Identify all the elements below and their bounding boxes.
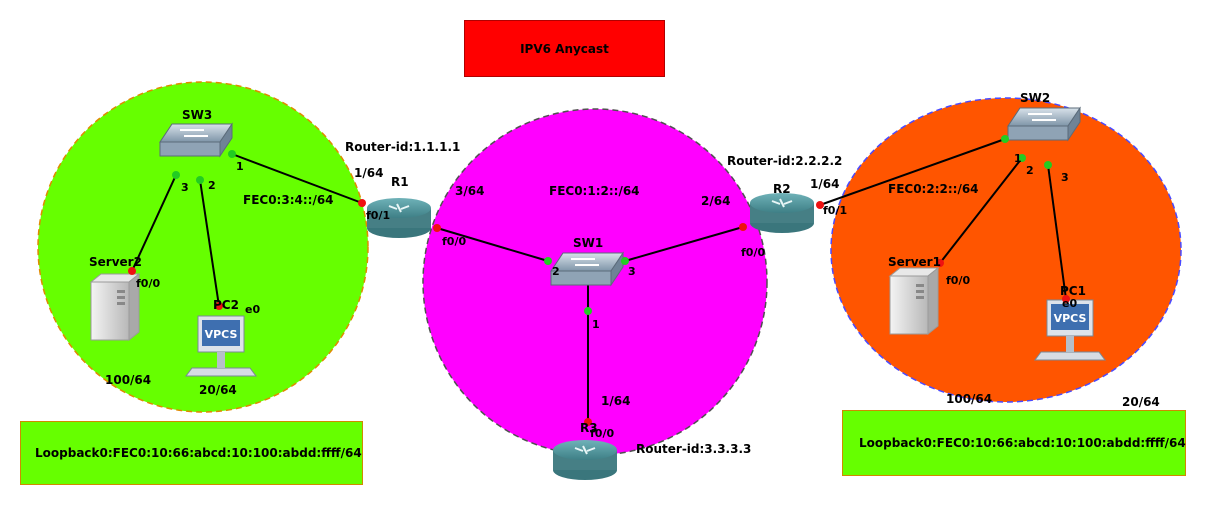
- network-left: FEC0:3:4::/64: [243, 193, 334, 207]
- port-label: 2: [1026, 164, 1034, 177]
- addr-r2-f01: 1/64: [810, 177, 839, 191]
- port-label: f0/0: [442, 235, 466, 248]
- loopback-note-left: Loopback0:FEC0:10:66:abcd:10:100:abdd:ff…: [20, 421, 363, 485]
- port-label: 1: [1014, 152, 1022, 165]
- device-label-sw3: SW3: [182, 108, 212, 122]
- vpcs-icon-pc2[interactable]: VPCS: [185, 315, 257, 377]
- vpcs-icon-pc1[interactable]: VPCS: [1034, 299, 1106, 361]
- port-up-dot: [584, 307, 592, 315]
- port-indicators: [128, 135, 1070, 426]
- port-label: 2: [552, 265, 560, 278]
- port-label: e0: [1062, 297, 1077, 310]
- port-label: f0/1: [823, 204, 847, 217]
- server-icon-server2[interactable]: [89, 272, 141, 342]
- device-label-pc2: PC2: [213, 298, 239, 312]
- port-up-dot: [544, 257, 552, 265]
- network-right: FEC0:2:2::/64: [888, 182, 979, 196]
- port-up-dot: [621, 257, 629, 265]
- addr-r2-f00: 2/64: [701, 194, 730, 208]
- device-label-sw1: SW1: [573, 236, 603, 250]
- port-label: 3: [628, 265, 636, 278]
- port-down-dot: [128, 267, 136, 275]
- port-label: 1: [236, 160, 244, 173]
- router-id-r3: Router-id:3.3.3.3: [636, 442, 751, 456]
- device-label-r2: R2: [773, 182, 791, 196]
- link-r1-sw1: [436, 227, 549, 262]
- vpcs-label-pc1: VPCS: [1054, 312, 1087, 325]
- server-icon-server1[interactable]: [888, 266, 940, 336]
- switch-icon-sw3[interactable]: [159, 122, 233, 158]
- addr-pc2: 20/64: [199, 383, 237, 397]
- device-label-sw2: SW2: [1020, 91, 1050, 105]
- port-label: f0/0: [946, 274, 970, 287]
- port-label: f0/0: [590, 427, 614, 440]
- port-label: 2: [208, 179, 216, 192]
- port-down-dot: [936, 259, 944, 267]
- vpcs-label-pc2: VPCS: [205, 328, 238, 341]
- port-label: 1: [592, 318, 600, 331]
- right-zone: [830, 97, 1182, 403]
- router-icon-r2[interactable]: [750, 193, 814, 233]
- port-up-dot: [1001, 135, 1009, 143]
- port-label: f0/1: [366, 209, 390, 222]
- port-label: e0: [245, 303, 260, 316]
- loopback-note-right: Loopback0:FEC0:10:66:abcd:10:100:abdd:ff…: [842, 410, 1186, 476]
- router-id-r2: Router-id:2.2.2.2: [727, 154, 842, 168]
- port-down-dot: [215, 302, 223, 310]
- port-label: 3: [181, 181, 189, 194]
- link-sw3-pc2: [199, 179, 220, 307]
- port-label: f0/0: [136, 277, 160, 290]
- port-down-dot: [584, 418, 592, 426]
- device-label-r3: R3: [580, 421, 598, 435]
- port-label: 3: [1061, 171, 1069, 184]
- device-label-pc1: PC1: [1060, 284, 1086, 298]
- addr-r3: 1/64: [601, 394, 630, 408]
- port-down-dot: [739, 223, 747, 231]
- port-up-dot: [1018, 154, 1026, 162]
- port-up-dot: [196, 176, 204, 184]
- port-down-dot: [816, 201, 824, 209]
- router-icon-r1[interactable]: [367, 198, 431, 238]
- device-label-server1: Server1: [888, 255, 941, 269]
- port-down-dot: [1062, 295, 1070, 303]
- port-down-dot: [433, 224, 441, 232]
- addr-server2: 100/64: [105, 373, 151, 387]
- diagram-title: IPV6 Anycast: [464, 20, 665, 77]
- switch-icon-sw1[interactable]: [550, 251, 624, 287]
- port-up-dot: [172, 171, 180, 179]
- router-id-r1: Router-id:1.1.1.1: [345, 140, 460, 154]
- network-center: FEC0:1:2::/64: [549, 184, 640, 198]
- addr-pc1: 20/64: [1122, 395, 1160, 409]
- link-sw2-server1: [939, 157, 1023, 264]
- device-label-server2: Server2: [89, 255, 142, 269]
- device-label-r1: R1: [391, 175, 409, 189]
- addr-r1-f00: 3/64: [455, 184, 484, 198]
- link-r2-sw2: [819, 138, 1006, 206]
- link-sw3-server2: [131, 174, 177, 272]
- link-sw1-r2: [624, 226, 744, 262]
- link-sw3-r1: [231, 153, 363, 204]
- addr-r1-f01: 1/64: [354, 166, 383, 180]
- addr-server1: 100/64: [946, 392, 992, 406]
- switch-icon-sw2[interactable]: [1007, 106, 1081, 142]
- port-up-dot: [228, 150, 236, 158]
- port-up-dot: [1044, 161, 1052, 169]
- port-down-dot: [358, 199, 366, 207]
- port-label: f0/0: [741, 246, 765, 259]
- router-icon-r3[interactable]: [553, 440, 617, 480]
- link-sw2-pc1: [1047, 164, 1067, 300]
